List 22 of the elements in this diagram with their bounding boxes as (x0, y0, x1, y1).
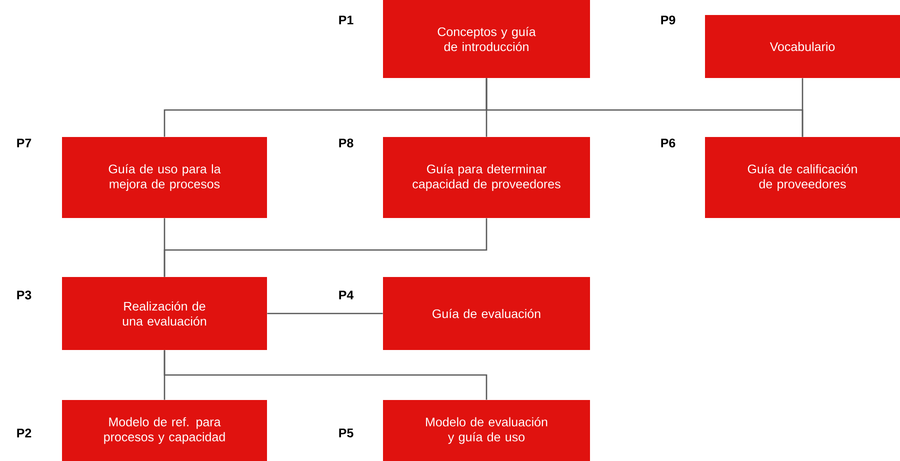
box-label: P5 (339, 428, 354, 438)
process-box: Modelo de evaluación y guía de uso (383, 400, 590, 461)
connector-line (164, 350, 488, 400)
box-label: P3 (17, 290, 32, 300)
process-box: Vocabulario (705, 15, 900, 78)
connector-line (164, 218, 488, 277)
box-label: P9 (661, 16, 676, 24)
process-box: Guía de uso para la mejora de procesos (62, 137, 267, 218)
process-box: Modelo de ref. para procesos y capacidad (62, 400, 267, 461)
process-box: Guía de evaluación (383, 277, 590, 350)
process-box: Guía de calificación de proveedores (705, 137, 900, 218)
process-box: Guía para determinar capacidad de proveedores (383, 137, 590, 218)
process-box: Conceptos y guía de introducción (383, 0, 590, 78)
box-label: P4 (339, 290, 354, 300)
connector-line (267, 312, 383, 314)
box-label: P1 (339, 16, 354, 24)
box-label: P7 (17, 138, 32, 148)
box-label: P6 (661, 138, 676, 148)
box-label: P8 (339, 138, 354, 148)
connector-line (802, 78, 804, 137)
box-label: P2 (17, 428, 32, 438)
process-box: Realización de una evaluación (62, 277, 267, 350)
